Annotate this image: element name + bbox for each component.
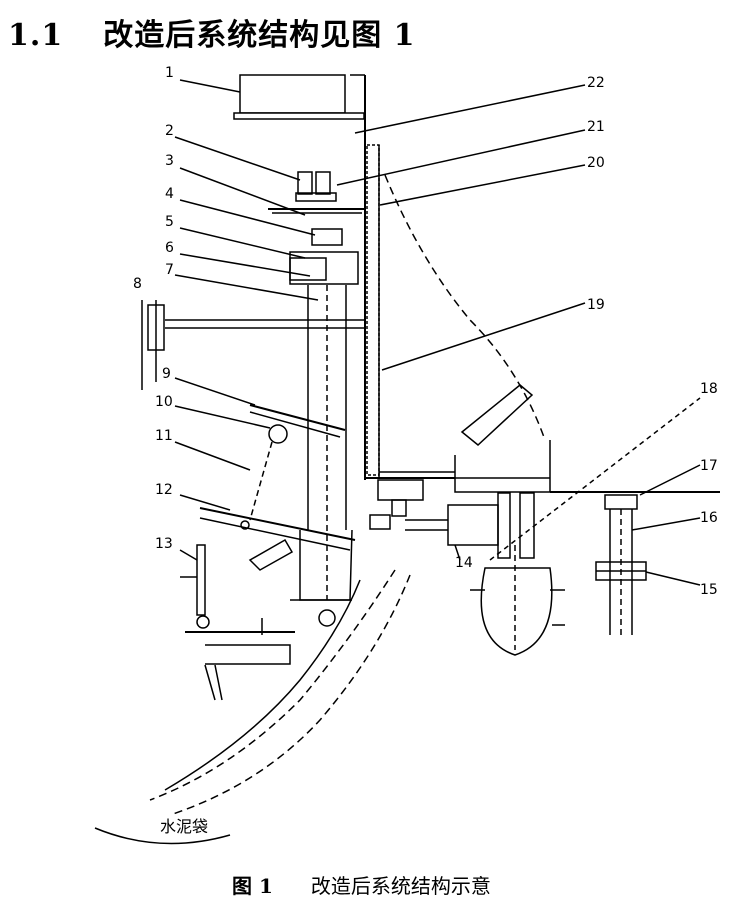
label-5: 5 [165,214,174,230]
system-structure-diagram: 1 2 3 4 5 6 7 8 9 10 11 12 13 14 15 16 1… [0,60,740,860]
part-valve-right [315,171,331,195]
label-7: 7 [165,262,174,278]
part-roller [268,424,288,444]
label-13: 13 [155,536,173,552]
label-6: 6 [165,240,174,256]
label-11: 11 [155,428,173,444]
part-valve-left [297,171,313,195]
part-lower-roller [318,609,336,627]
caption-figure-number: 图 1 [232,874,273,898]
label-15: 15 [700,582,718,598]
label-1: 1 [165,65,174,81]
label-19: 19 [587,297,605,313]
part-4 [311,228,343,246]
label-22: 22 [587,75,605,91]
label-cement-bag: 水泥袋 [160,817,208,836]
section-heading: 1.1 改造后系统结构见图 1 [8,10,416,54]
label-12: 12 [155,482,173,498]
label-2: 2 [165,123,174,139]
label-4: 4 [165,186,174,202]
part-13 [196,544,206,616]
section-title: 改造后系统结构见图 1 [103,18,416,53]
label-10: 10 [155,394,173,410]
section-number: 1.1 [8,18,64,53]
label-18: 18 [700,381,718,397]
label-8: 8 [133,276,142,292]
label-9: 9 [162,366,171,382]
label-3: 3 [165,153,174,169]
label-16: 16 [700,510,718,526]
part-18-tank [480,567,553,656]
label-17: 17 [700,458,718,474]
part-top-box [239,74,346,114]
part-14 [447,504,499,546]
diagram-canvas: 1 2 3 4 5 6 7 8 9 10 11 12 13 14 15 16 1… [94,65,720,845]
label-20: 20 [587,155,605,171]
caption-text: 改造后系统结构示意 [310,874,491,898]
part-top-plate [233,112,365,120]
part-duct [366,144,380,476]
figure-caption: 图 1 改造后系统结构示意 [232,870,491,899]
label-14: 14 [455,555,473,571]
label-21: 21 [587,119,605,135]
